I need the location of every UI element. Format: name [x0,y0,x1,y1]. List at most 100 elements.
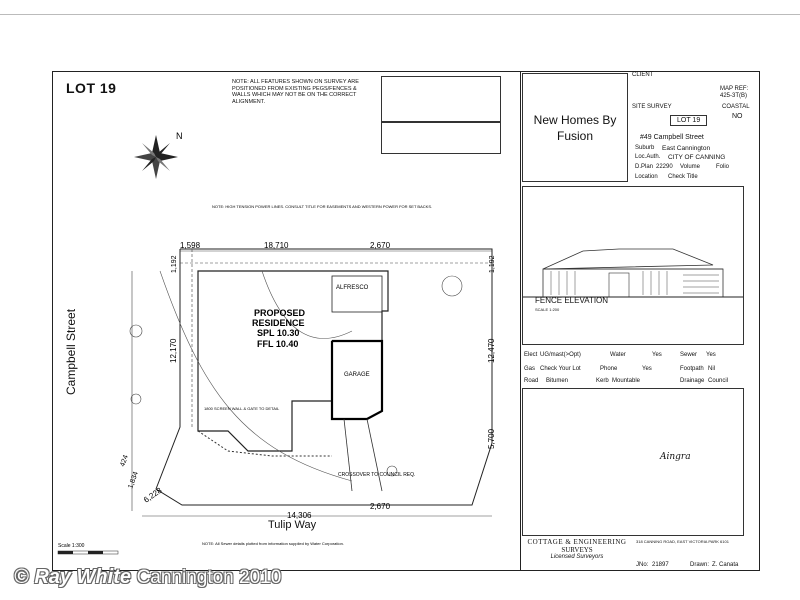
info-box-b [381,122,501,154]
scale-bar [57,550,119,555]
footpath: Nil [708,366,715,372]
scale-label: Scale 1:300 [58,543,85,549]
dim-left-1: 1,192 [171,255,178,273]
elect-label: Elect [524,352,538,358]
compass-rose-icon [134,135,178,179]
copyright-watermark: © Ray White Cannington 2010 [14,566,281,589]
residence-label-2: RESIDENCE [252,318,305,328]
residence-label-1: PROPOSED [254,308,306,318]
map-ref: 425-3T(B) [720,93,748,99]
watermark-brand: Ray White [34,566,131,588]
dplan: 22290 [656,164,673,170]
watermark-rest: Cannington 2010 [136,567,282,588]
coastal-label: COASTAL [722,104,750,110]
gas-label: Gas [524,366,536,372]
street-name-campbell: Campbell Street [64,308,78,395]
dim-bot-right: 2,670 [370,502,391,511]
surveyor-name-2: SURVEYS [561,546,593,554]
street-name-tulip: Tulip Way [268,519,317,531]
power-note: NOTE: HIGH TENSION POWER LINES. CONSULT … [212,204,432,209]
fence-elevation-panel [522,186,744,345]
phone: Yes [642,366,652,372]
jno-label: JNo: [636,562,649,568]
surveyor-logo: COTTAGE & ENGINEERING SURVEYS Licensed S… [522,538,632,568]
notes-panel [522,388,744,536]
fence-elevation-caption: FENCE ELEVATION [535,296,609,305]
scan-edge-line [0,14,800,15]
drawing-sheet-border [52,71,760,571]
builder-brand: New Homes By Fusion [522,73,628,182]
volume-label: Volume [680,164,701,170]
location: Check Title [668,174,698,180]
dim-top-right: 2,670 [370,241,391,250]
address: #49 Campbell Street [640,134,704,141]
suburb-label: Suburb [635,145,655,151]
surveyor-address: 318 CANNING ROAD, EAST VICTORIA PARK 610… [636,539,729,544]
dplan-label: D.Plan [635,164,654,170]
local-auth-label: Loc.Auth. [635,154,661,160]
spl-label: SPL 10.30 [257,328,299,338]
residence-footprint [197,270,389,452]
lot-label: LOT 19 [66,80,117,96]
lot-boundary [155,248,493,506]
crossover-note: CROSSOVER TO COUNCIL REQ. [338,472,415,478]
elect: UG/mast(>Opt) [540,352,581,358]
dim-diag-2: 1,834 [127,471,140,490]
dim-right-3: 5,700 [487,428,496,449]
garage-label: GARAGE [344,372,370,378]
sewer-label: Sewer [680,352,698,358]
road: Bitumen [546,378,569,384]
drainage-label: Drainage [680,378,705,384]
sewer: Yes [706,352,716,358]
dim-bot-mid: 14,306 [287,511,312,520]
water-label: Water [610,352,626,358]
house-elevation-drawing [523,248,743,298]
client-label: CLIENT [632,72,654,78]
map-ref-label: MAP REF: [720,86,749,92]
folio-label: Folio [716,164,730,170]
drawn-label: Drawn: [690,562,710,568]
local-auth: CITY OF CANNING [668,154,726,161]
kerb-label: Kerb [596,378,609,384]
location-label: Location [635,174,658,180]
title-panel [520,71,760,571]
suburb: East Cannington [662,145,711,152]
drawn: Z. Canata [712,562,739,568]
brand-text: New Homes By Fusion [533,112,617,143]
dim-top-mid: 18,710 [264,241,289,250]
drainage: Council [708,378,729,384]
signature: Aingra [660,452,691,462]
dim-left-2: 12,170 [169,338,178,363]
dim-right-2: 12,470 [487,338,496,363]
garage-outline [330,339,384,421]
road-label: Road [524,378,539,384]
fence-scale: SCALE 1:200 [535,307,560,312]
screen-wall [197,430,332,457]
screen-wall-note: 1800 SCREEN WALL & GATE TO DETAIL [204,406,280,411]
copyright-icon: © [14,566,29,588]
dim-diag-1: 424 [119,454,130,467]
sewer-note: NOTE: All Sewer details plotted from inf… [202,541,344,546]
dim-right-1: 1,192 [489,255,496,273]
jno: 21897 [652,562,669,568]
lot-value-box: LOT 19 [670,115,708,126]
dim-diag-3: 6,228 [142,485,164,504]
kerb: Mountable [612,378,641,384]
ffl-label: FFL 10.40 [257,339,298,349]
north-label: N [176,131,183,141]
power-line [159,270,353,482]
info-box-a [381,76,501,122]
surveyor-sub: Licensed Surveyors [550,554,604,560]
dim-top-left: 1,598 [180,241,201,250]
footpath-label: Footpath [680,366,704,372]
survey-note: NOTE: ALL FEATURES SHOWN ON SURVEY ARE P… [232,79,359,105]
surveyor-name-1: COTTAGE & ENGINEERING [527,538,627,546]
site-survey-label: SITE SURVEY [632,104,672,110]
alfresco-outline [331,275,383,313]
site-plan-drawing: N PROPOSED RESIDENCE SPL 10.30 FFL 10.40… [57,131,496,555]
alfresco-label: ALFRESCO [336,285,369,291]
coastal-value: NO [732,113,743,120]
gas: Check Your Lot [540,366,581,372]
phone-label: Phone [600,366,618,372]
water: Yes [652,352,662,358]
